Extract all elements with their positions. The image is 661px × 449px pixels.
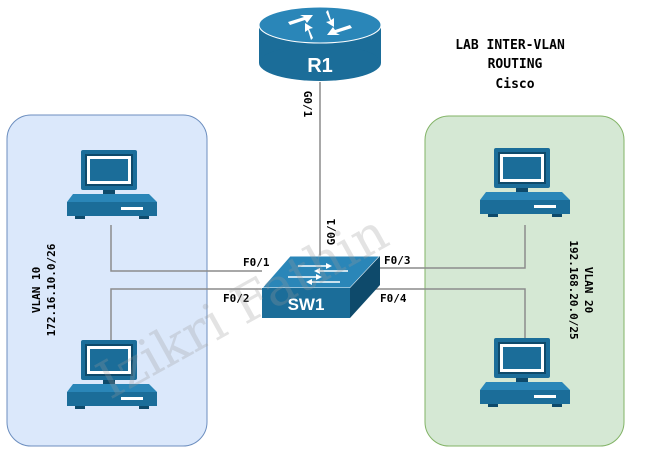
link-pc4-f04 [368,288,526,338]
port-label-f01: F0/1 [243,256,270,269]
title-line-2: ROUTING [488,57,543,72]
title-line-1: LAB INTER-VLAN [455,38,565,53]
port-label-f02: F0/2 [223,292,250,305]
switch-label: SW1 [288,295,325,314]
router-icon [258,6,382,81]
vlan-10-name: VLAN 10 [30,267,43,313]
link-pc1-f01 [110,225,262,272]
port-label-f04: F0/4 [380,292,407,305]
link-pc2-f02 [110,288,262,340]
router-port-label: G0/1 [301,91,314,118]
vlan-20-name: VLAN 20 [582,267,595,313]
vlan-20-region [424,115,625,447]
vlan-10-subnet: 172.16.10.0/26 [45,243,58,336]
title-line-3: Cisco [495,77,534,92]
vlan-10-region [6,114,208,447]
router-label: R1 [307,55,333,77]
switch-icon [260,255,382,318]
vlan-20-subnet: 192.168.20.0/25 [567,240,580,339]
link-pc3-f03 [368,225,526,269]
switch-uplink-port-label: G0/1 [325,218,338,245]
port-label-f03: F0/3 [384,254,411,267]
